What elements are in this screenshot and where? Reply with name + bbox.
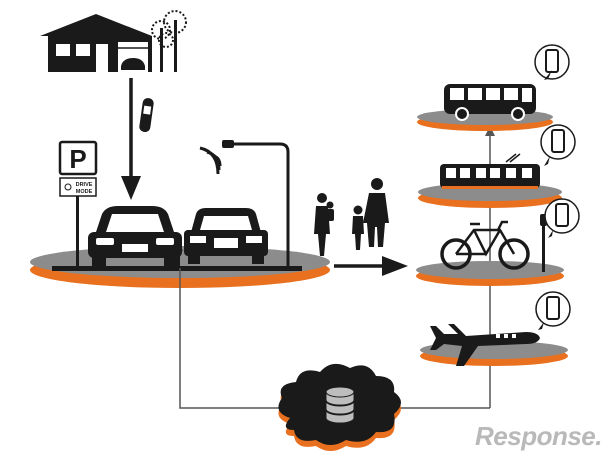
smartphone-bubble-icon — [544, 198, 580, 238]
parking-sign: P DRIVE MODE — [58, 140, 98, 266]
right-arrow-icon — [334, 256, 408, 276]
up-arrow-icon — [485, 126, 495, 136]
watermark-suffix: . — [595, 421, 602, 451]
car-topview-icon — [139, 98, 154, 133]
airplane-platform — [420, 341, 568, 366]
watermark-text: Response — [475, 421, 596, 451]
down-arrow-icon — [121, 78, 141, 200]
smartphone-bubble-icon — [535, 291, 571, 330]
response-watermark: Response. — [475, 421, 602, 452]
airplane-icon — [430, 324, 540, 366]
database-icon — [325, 386, 355, 424]
data-connector-line — [179, 268, 280, 409]
parking-sign-line2: MODE — [76, 189, 93, 195]
bicycle-icon — [440, 220, 530, 270]
smartphone-bubble-icon — [540, 124, 576, 166]
house-icon — [40, 14, 152, 72]
parking-sign-letter: P — [69, 144, 86, 174]
family-pedestrians-icon — [314, 178, 389, 256]
cloud-database-icon — [278, 363, 401, 451]
tree-icon — [151, 10, 187, 72]
bus-icon — [444, 84, 536, 121]
wifi-signal-icon — [199, 146, 222, 175]
street-lamp-icon — [222, 140, 290, 268]
parking-sign-line1: DRIVE — [76, 182, 93, 188]
car-front-icon — [184, 208, 268, 264]
smartphone-bubble-icon — [534, 44, 570, 80]
car-front-icon — [88, 206, 182, 266]
bicycle-platform — [416, 261, 564, 286]
tram-icon — [440, 153, 540, 189]
small-up-arrow-icon — [175, 244, 183, 266]
